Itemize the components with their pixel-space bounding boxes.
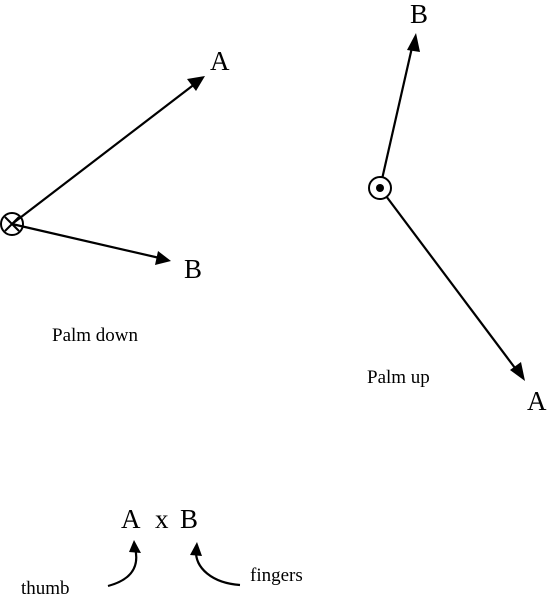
palm-down-vector-b-arrowhead bbox=[155, 251, 171, 265]
palm-up-vector-b-arrowhead bbox=[407, 33, 420, 52]
palm-down-label-a: A bbox=[210, 46, 230, 76]
formula-operator: x bbox=[155, 504, 169, 534]
palm-down-caption: Palm down bbox=[52, 325, 139, 346]
palm-down-vector-a bbox=[11, 79, 201, 225]
thumb-arrowhead-icon bbox=[129, 540, 141, 553]
fingers-curved-arrow-icon bbox=[194, 549, 241, 587]
palm-up-diagram: B A Palm up bbox=[367, 0, 547, 416]
formula-a: A bbox=[121, 504, 141, 534]
palm-up-label-a: A bbox=[527, 386, 547, 416]
palm-up-vector-a bbox=[379, 187, 519, 373]
fingers-arrowhead-icon bbox=[190, 542, 202, 556]
palm-down-label-b: B bbox=[184, 254, 202, 284]
palm-down-vector-a-arrowhead bbox=[187, 76, 205, 91]
fingers-label: fingers bbox=[250, 565, 303, 586]
cross-product-mnemonic: A x B thumb fingers bbox=[21, 504, 303, 598]
palm-up-vector-b bbox=[378, 42, 415, 189]
into-page-symbol-icon bbox=[0, 212, 24, 236]
palm-up-vector-a-arrowhead bbox=[510, 362, 525, 381]
thumb-curved-arrow-icon bbox=[107, 547, 138, 588]
out-of-page-symbol-icon bbox=[368, 176, 392, 200]
palm-down-vector-b bbox=[11, 222, 165, 261]
palm-up-caption: Palm up bbox=[367, 367, 430, 388]
palm-up-label-b: B bbox=[410, 0, 428, 29]
formula-b: B bbox=[180, 504, 198, 534]
palm-down-diagram: A B Palm down bbox=[0, 46, 230, 346]
thumb-label: thumb bbox=[21, 578, 70, 598]
